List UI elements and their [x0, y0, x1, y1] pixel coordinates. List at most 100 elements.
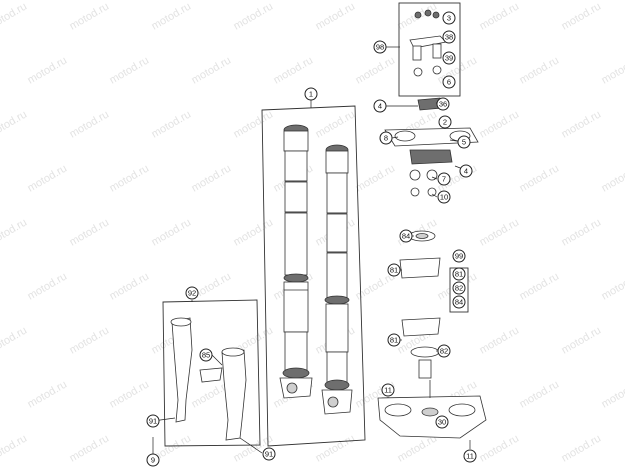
callout-label: 30	[438, 418, 446, 427]
callout-label: 11	[384, 386, 392, 395]
watermark-text: motod.ru	[478, 432, 522, 464]
watermark-text: motod.ru	[600, 270, 625, 302]
callout-3: 3	[442, 11, 456, 25]
callout-91-left: 91	[146, 414, 160, 428]
callout-label: 5	[462, 138, 466, 147]
callout-6: 6	[442, 75, 456, 89]
watermark-text: motod.ru	[314, 0, 358, 32]
upper-triple-clamp	[384, 97, 479, 197]
watermark-text: motod.ru	[150, 108, 194, 140]
callout-label: 11	[466, 452, 474, 461]
callout-label: 4	[378, 102, 382, 111]
callout-85: 85	[199, 348, 213, 362]
watermark-text: motod.ru	[190, 54, 234, 86]
watermark-text: motod.ru	[68, 0, 112, 32]
callout-label: 82	[455, 284, 463, 293]
watermark-text: motod.ru	[314, 108, 358, 140]
callout-label: 84	[402, 232, 410, 241]
callout-label: 10	[440, 193, 448, 202]
callout-label: 81	[455, 270, 463, 279]
steering-bearing-parts	[399, 230, 441, 379]
callout-label: 82	[440, 347, 448, 356]
callout-label: 99	[455, 252, 463, 261]
watermark-text: motod.ru	[560, 108, 604, 140]
callout-label: 3	[447, 14, 451, 23]
watermark-text: motod.ru	[108, 54, 152, 86]
callout-82: 82	[437, 344, 451, 358]
watermark-text: motod.ru	[560, 324, 604, 356]
watermark-text: motod.ru	[518, 54, 562, 86]
watermark-text: motod.ru	[108, 270, 152, 302]
top-bolt-group-frame	[398, 2, 461, 97]
watermark-text: motod.ru	[232, 0, 276, 32]
callout-label: 38	[445, 33, 453, 42]
watermark-text: motod.ru	[560, 216, 604, 248]
callout-11-lower: 11	[463, 449, 477, 463]
callout-36: 36	[436, 97, 450, 111]
stack-callout-81: 81	[452, 267, 466, 281]
stack-callout-84: 84	[452, 295, 466, 309]
watermark-text: motod.ru	[600, 378, 625, 410]
fork-guard-frame	[162, 299, 261, 447]
right-fork-leg	[321, 144, 353, 415]
watermark-text: motod.ru	[560, 432, 604, 464]
callout-9: 9	[146, 453, 160, 467]
left-fork-guard	[170, 317, 193, 423]
callout-81-upper: 81	[387, 263, 401, 277]
callout-label: 1	[309, 90, 313, 99]
callout-label: 92	[188, 289, 196, 298]
watermark-text: motod.ru	[354, 54, 398, 86]
callout-label: 7	[442, 175, 446, 184]
watermark-text: motod.ru	[190, 162, 234, 194]
watermark-text: motod.ru	[68, 216, 112, 248]
callout-label: 36	[439, 100, 447, 109]
watermark-text: motod.ru	[26, 162, 70, 194]
watermark-text: motod.ru	[26, 378, 70, 410]
callout-2: 2	[438, 115, 452, 129]
watermark-text: motod.ru	[518, 270, 562, 302]
watermark-text: motod.ru	[150, 0, 194, 32]
callout-4-right: 4	[459, 164, 473, 178]
callout-label: 85	[202, 351, 210, 360]
lower-triple-clamp	[377, 380, 487, 439]
callout-label: 8	[384, 134, 388, 143]
callout-98: 98	[373, 40, 387, 54]
watermark-text: motod.ru	[600, 162, 625, 194]
stack-callout-82: 82	[452, 281, 466, 295]
watermark-text: motod.ru	[518, 378, 562, 410]
watermark-text: motod.ru	[436, 54, 480, 86]
watermark-text: motod.ru	[68, 108, 112, 140]
watermark-text: motod.ru	[0, 432, 29, 464]
callout-label: 91	[149, 417, 157, 426]
watermark-text: motod.ru	[0, 324, 29, 356]
callout-99: 99	[452, 249, 466, 263]
watermark-text: motod.ru	[518, 162, 562, 194]
watermark-text: motod.ru	[478, 0, 522, 32]
callout-label: 39	[445, 54, 453, 63]
top-clamp-parts	[409, 9, 447, 77]
watermark-text: motod.ru	[108, 162, 152, 194]
callout-8: 8	[379, 131, 393, 145]
callout-39: 39	[442, 51, 456, 65]
watermark-text: motod.ru	[478, 216, 522, 248]
right-fork-guard	[199, 347, 247, 441]
callout-label: 6	[447, 78, 451, 87]
callout-label: 91	[265, 450, 273, 459]
callout-label: 2	[443, 118, 447, 127]
watermark-text: motod.ru	[108, 378, 152, 410]
callout-11-upper: 11	[381, 383, 395, 397]
watermark-text: motod.ru	[150, 216, 194, 248]
callout-label: 81	[390, 266, 398, 275]
watermark-text: motod.ru	[600, 54, 625, 86]
callout-81-lower: 81	[387, 333, 401, 347]
callout-label: 81	[390, 336, 398, 345]
callout-5: 5	[457, 135, 471, 149]
watermark-text: motod.ru	[0, 108, 29, 140]
watermark-text: motod.ru	[560, 0, 604, 32]
watermark-text: motod.ru	[232, 216, 276, 248]
callout-label: 9	[151, 456, 155, 465]
callout-38: 38	[442, 30, 456, 44]
callout-91-right: 91	[262, 447, 276, 461]
fork-assembly-frame	[261, 105, 366, 447]
